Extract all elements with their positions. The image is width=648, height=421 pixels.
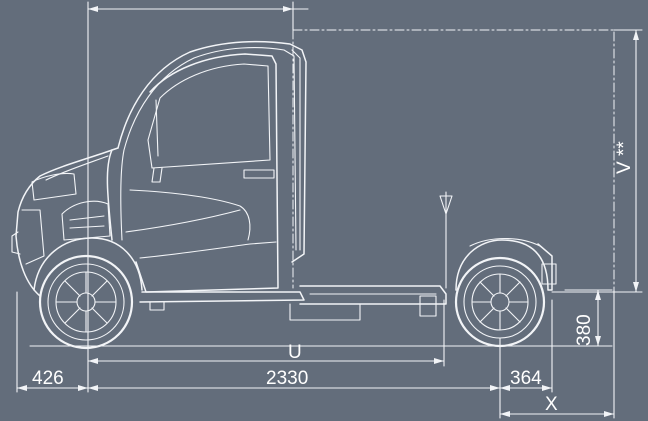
dim-364-label: 364 — [510, 368, 542, 389]
door-window — [147, 63, 271, 169]
window-strut — [155, 99, 159, 157]
chassis-frame — [299, 285, 447, 305]
front-grille — [21, 209, 45, 265]
rear-light — [541, 263, 557, 285]
body-outline-dashdot — [292, 29, 615, 291]
hood-front — [15, 149, 113, 297]
vent-slats — [69, 215, 105, 229]
dimension-lines — [16, 1, 643, 419]
mirror-stem — [151, 167, 163, 183]
dim-426-label: 426 — [32, 368, 64, 389]
marker-arrow — [439, 191, 453, 289]
dim-v-label: V ** — [614, 141, 635, 174]
headlight — [31, 172, 77, 201]
hood-line — [45, 155, 109, 181]
dim-x-label: X — [545, 394, 558, 415]
rear-pillar — [291, 49, 301, 251]
step — [149, 301, 165, 311]
fender-top — [469, 238, 541, 247]
dim-380-label: 380 — [574, 314, 595, 346]
cab-roof — [117, 40, 307, 263]
rear-fender — [455, 239, 553, 291]
dim-u-label: U — [288, 342, 302, 363]
side-vent — [61, 200, 111, 241]
door-handle — [243, 169, 275, 179]
rear-wheel — [454, 256, 546, 348]
spring-mount — [419, 295, 437, 317]
a-pillar — [106, 147, 119, 241]
battery-box — [289, 303, 361, 321]
cab-roof-inner — [123, 47, 297, 251]
door-crease-mid — [125, 209, 241, 233]
vehicle-outline — [11, 40, 561, 350]
door-crease-upper — [129, 189, 251, 241]
door-crease-lower — [139, 241, 277, 259]
a-pillar-inner — [120, 149, 125, 241]
dim-2330-label: 2330 — [266, 368, 308, 389]
door-outline — [135, 53, 279, 293]
front-bumper — [11, 231, 21, 255]
front-wheel-arch — [33, 237, 143, 291]
cab-sill — [139, 291, 305, 303]
front-wheel — [38, 254, 134, 350]
